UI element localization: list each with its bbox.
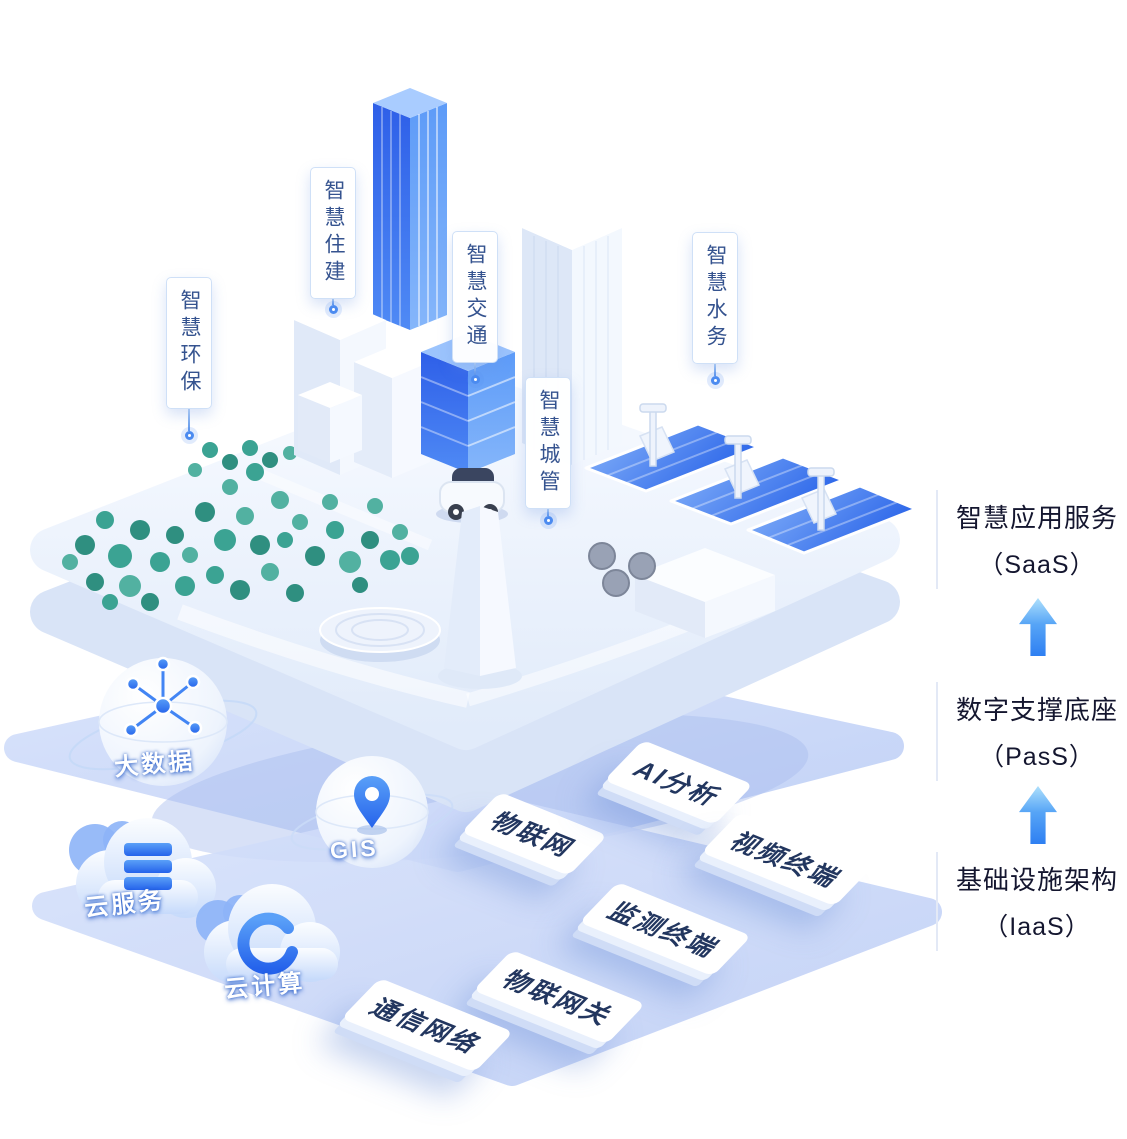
server-stack-cloud-icon <box>124 843 172 890</box>
callout-smart-water: 智慧水务 <box>692 232 738 385</box>
circular-tank <box>319 607 441 662</box>
callout-smart-housing: 智慧住建 <box>310 167 356 314</box>
big-data-globe <box>68 656 258 786</box>
label-cloud-computing: 云计算 <box>223 969 307 1004</box>
network-nodes-icon <box>123 656 203 738</box>
stack-title: 基础设施架构 <box>955 865 1118 895</box>
water-treatment-pools <box>584 403 918 555</box>
callout-smart-city-management: 智慧城管 <box>525 377 571 525</box>
callout-smart-environment: 智慧环保 <box>166 277 212 440</box>
callout-anchor-dot <box>184 431 194 440</box>
callout-label: 智慧水务 <box>692 232 738 364</box>
callout-anchor-dot <box>470 375 480 384</box>
callout-label: 智慧环保 <box>166 277 212 409</box>
stack-panel-saas: 智慧应用服务 （SaaS） <box>936 490 1124 589</box>
callout-anchor-dot <box>543 516 553 525</box>
callout-leader-line <box>332 299 334 305</box>
monument-tower <box>438 506 522 689</box>
stack-title: 智慧应用服务 <box>955 503 1118 533</box>
blue-skyscraper <box>373 88 447 330</box>
callout-label: 智慧城管 <box>525 377 571 509</box>
callout-label: 智慧住建 <box>310 167 356 299</box>
callout-leader-line <box>547 509 549 516</box>
callout-label: 智慧交通 <box>452 231 498 363</box>
gis-globe <box>290 756 454 868</box>
callout-smart-traffic: 智慧交通 <box>452 231 498 384</box>
callout-leader-line <box>714 364 716 376</box>
stack-title: 数字支撑底座 <box>955 695 1118 725</box>
factory-and-tanks <box>588 542 775 638</box>
callout-anchor-dot <box>710 376 720 385</box>
stack-panel-paas: 数字支撑底座 （PasS） <box>936 682 1124 781</box>
label-big-data: 大数据 <box>113 747 197 782</box>
stack-panel-iaas: 基础设施架构 （IaaS） <box>936 852 1124 951</box>
stack-subtitle: （PasS） <box>979 743 1095 771</box>
cloud-service <box>69 818 216 918</box>
park-trees <box>62 440 419 611</box>
map-pin-globe-icon <box>354 776 390 835</box>
callout-leader-line <box>188 409 190 431</box>
stack-subtitle: （IaaS） <box>983 913 1091 941</box>
cloud-computing <box>196 884 340 984</box>
white-building-cluster <box>294 300 430 478</box>
stack-subtitle: （SaaS） <box>978 551 1096 579</box>
cloud-computing-icon <box>237 912 298 975</box>
label-gis: GIS <box>329 834 380 864</box>
callout-leader-line <box>474 363 476 375</box>
callout-anchor-dot <box>328 305 338 314</box>
